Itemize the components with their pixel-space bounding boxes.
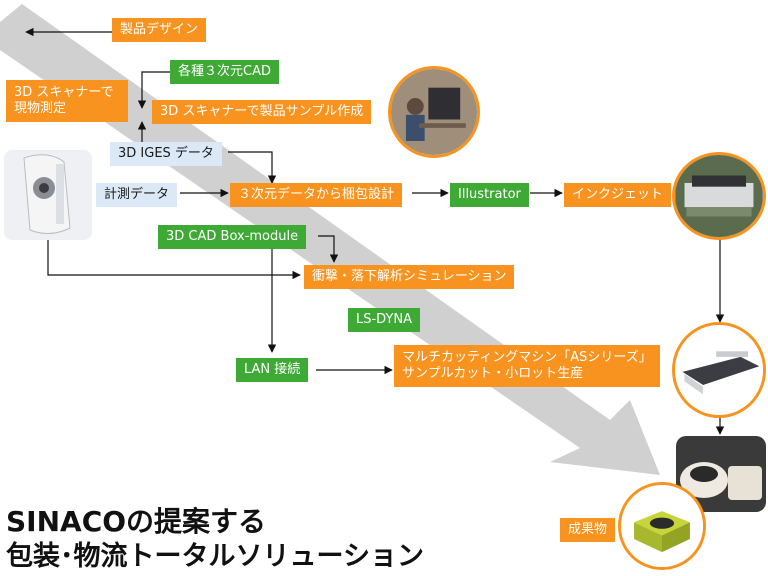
- product-boxes-photo: [676, 436, 766, 512]
- office-worker-photo: [388, 66, 480, 158]
- arrow-cad-down: [137, 71, 170, 109]
- scanner-device-image: [4, 150, 92, 240]
- arrow-module-to-sim: [318, 235, 339, 263]
- cutter-icon: [682, 356, 760, 385]
- headline-line2: 包装･物流トータルソリューション: [6, 541, 424, 572]
- multi-cutting-line2: サンプルカット・小ロット生産: [402, 366, 584, 381]
- impact-simulation-box: 衝撃・落下解析シミュレーション: [304, 265, 515, 289]
- person-icon: [406, 97, 424, 115]
- box-module-box: 3D CAD Box-module: [158, 225, 307, 249]
- product-design-box: 製品デザイン: [112, 18, 207, 42]
- iges-data-box: 3D IGES データ: [110, 142, 222, 166]
- inkjet-box: インクジェット: [564, 183, 672, 207]
- multi-cutting-box: マルチカッティングマシン「ASシリーズ」 サンプルカット・小ロット生産: [394, 345, 660, 387]
- scanner-measure-box: 3D スキャナーで 現物測定: [6, 80, 128, 122]
- lsdyna-box: LS-DYNA: [348, 308, 421, 332]
- inkjet-printer-photo: [672, 152, 766, 240]
- result-box: 成果物: [560, 518, 616, 542]
- result-box-photo: [618, 482, 706, 570]
- scanner-measure-line2: 現物測定: [14, 101, 67, 116]
- connector-lines: [25, 27, 725, 435]
- cutting-machine-photo: [672, 322, 766, 418]
- headline-line1: SINACOの提案する: [6, 505, 267, 538]
- illustrator-box: Illustrator: [450, 183, 529, 207]
- multi-cutting-line1: マルチカッティングマシン「ASシリーズ」: [402, 350, 652, 365]
- printer-icon: [691, 175, 747, 187]
- measurement-data-box: 計測データ: [96, 183, 178, 207]
- scanner-sample-box: 3D スキャナーで製品サンプル作成: [152, 100, 372, 124]
- lan-connection-box: LAN 接続: [236, 358, 309, 382]
- cad-types-box: 各種３次元CAD: [170, 60, 279, 84]
- big-flow-arrow: [0, 4, 660, 475]
- arrow-iges-to-design: [228, 151, 277, 184]
- arrow-scanner-to-sim: [47, 236, 301, 280]
- packaging-design-box: ３次元データから梱包設計: [230, 183, 403, 207]
- scanner-measure-line1: 3D スキャナーで: [14, 85, 114, 100]
